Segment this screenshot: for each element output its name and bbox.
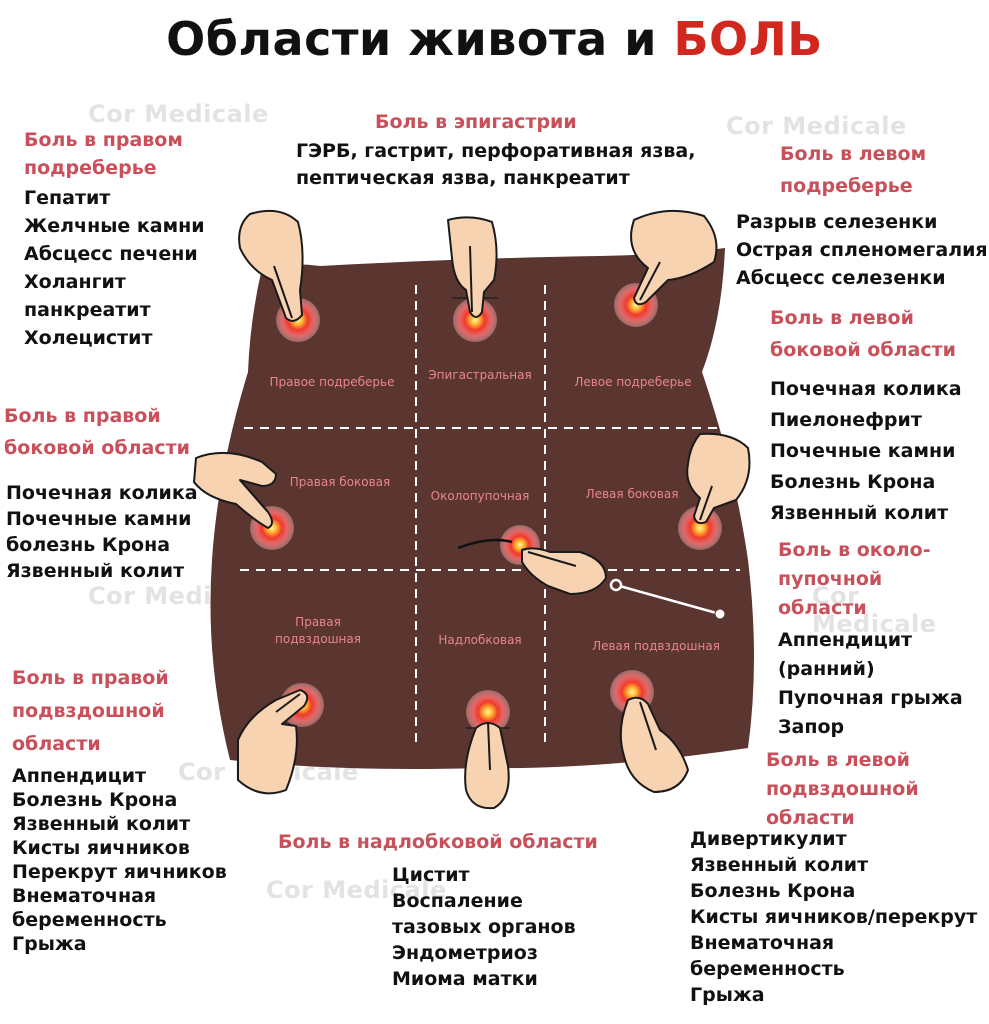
pointing-hand-icon bbox=[619, 696, 689, 793]
list-item: Острая спленомегалия bbox=[736, 239, 988, 261]
list-item: Холангит bbox=[24, 271, 126, 293]
title-main: Области живота и bbox=[166, 12, 674, 66]
title-accent: БОЛЬ bbox=[673, 12, 823, 66]
list-item: Эндометриоз bbox=[392, 942, 538, 964]
list-item: Кисты яичников bbox=[12, 837, 190, 859]
pointer-line bbox=[609, 578, 726, 620]
list-item: Холецистит bbox=[24, 327, 153, 349]
list-item: Язвенный колит bbox=[6, 560, 185, 582]
list-item: Язвенный колит bbox=[770, 502, 949, 524]
pointing-hand-icon bbox=[447, 216, 498, 318]
region-label-left-iliac: Левая подвздошная bbox=[592, 639, 720, 653]
list-item: болезнь Крона bbox=[6, 534, 171, 556]
pointing-hand-icon bbox=[238, 209, 304, 322]
list-item: Дивертикулит bbox=[690, 828, 847, 850]
region-label-hypogastric: Надлобковая bbox=[438, 633, 522, 647]
list-item: панкреатит bbox=[24, 299, 151, 321]
list-item: Болезнь Крона bbox=[770, 471, 936, 493]
list-item: тазовых органов bbox=[392, 916, 576, 938]
pain-spot bbox=[466, 690, 510, 734]
list-item: Почечные камни bbox=[770, 440, 956, 462]
list-left-iliac: Дивертикулит Язвенный колит Болезнь Крон… bbox=[690, 826, 977, 1008]
list-item: Запор bbox=[778, 716, 845, 738]
region-label-right-iliac: Правая подвздошная bbox=[275, 615, 361, 646]
pain-spot bbox=[453, 298, 497, 342]
pointing-hand-icon bbox=[464, 721, 510, 810]
list-item: Грыжа bbox=[690, 984, 765, 1006]
list-item: Абсцесс печени bbox=[24, 243, 198, 265]
list-item: Пупочная грыжа bbox=[778, 687, 963, 709]
pointing-hand-icon bbox=[686, 432, 751, 525]
list-item: Почечные камни bbox=[6, 508, 192, 530]
list-item: Почечная колика bbox=[6, 482, 198, 504]
region-label-left-lumbar: Левая боковая bbox=[585, 487, 679, 501]
list-item: Грыжа bbox=[12, 933, 87, 955]
abdomen-shape bbox=[210, 248, 754, 769]
list-item: Болезнь Крона bbox=[690, 880, 856, 902]
heading-right-iliac: Боль в правой подвздошной области bbox=[12, 667, 169, 755]
list-item: Внематочная bbox=[12, 885, 157, 907]
heading-hypogastric: Боль в надлобковой области bbox=[278, 831, 598, 853]
list-item: Перекрут яичников bbox=[12, 861, 227, 883]
heading-right-lumbar: Боль в правой боковой области bbox=[4, 405, 190, 459]
list-item: беременность bbox=[690, 958, 845, 980]
list-left-hypochondrium: Разрыв селезенки Острая спленомегалия Аб… bbox=[736, 208, 988, 292]
list-item: беременность bbox=[12, 909, 167, 931]
region-label-umbilical: Околопупочная bbox=[430, 489, 530, 503]
pointing-hand-icon bbox=[193, 451, 277, 529]
list-item: Болезнь Крона bbox=[12, 789, 178, 811]
list-item: Язвенный колит bbox=[690, 854, 869, 876]
heading-umbilical: Боль в около- пупочной области bbox=[778, 539, 931, 619]
heading-epigastric: Боль в эпигастрии bbox=[375, 111, 577, 133]
list-epigastric: ГЭРБ, гастрит, перфоративная язва, пепти… bbox=[296, 138, 695, 192]
page-title: Области живота и БОЛЬ bbox=[0, 12, 989, 66]
navel-line bbox=[457, 538, 513, 550]
pointing-hand-icon bbox=[630, 209, 718, 306]
list-right-iliac: Аппендицит Болезнь Крона Язвенный колит … bbox=[12, 764, 227, 956]
heading-right-hypochondrium: Боль в правом подреберье bbox=[24, 129, 183, 179]
region-label-left-hypochondriac: Левое подреберье bbox=[574, 375, 692, 389]
list-item: Почечная колика bbox=[770, 378, 962, 400]
list-item: Желчные камни bbox=[24, 215, 205, 237]
pointing-hand-icon bbox=[237, 689, 309, 795]
region-label-epigastric: Эпигастральная bbox=[428, 368, 532, 382]
list-item: ГЭРБ, гастрит, перфоративная язва, bbox=[296, 140, 696, 162]
list-item: Разрыв селезенки bbox=[736, 211, 938, 233]
list-umbilical: Аппендицит (ранний) Пупочная грыжа Запор bbox=[778, 626, 963, 742]
list-item: (ранний) bbox=[778, 658, 875, 680]
region-grid bbox=[240, 285, 740, 745]
heading-left-lumbar: Боль в левой боковой области bbox=[770, 307, 956, 361]
list-item: Абсцесс селезенки bbox=[736, 267, 946, 289]
list-item: Миома матки bbox=[392, 968, 538, 990]
list-item: Внематочная bbox=[690, 932, 835, 954]
list-item: Аппендицит bbox=[778, 629, 913, 651]
pointing-hand-icon bbox=[521, 547, 607, 595]
list-item: пептическая язва, панкреатит bbox=[296, 167, 630, 189]
heading-left-iliac: Боль в левой подвздошной области bbox=[766, 749, 919, 829]
list-right-lumbar: Почечная колика Почечные камни болезнь К… bbox=[6, 480, 198, 584]
list-item: Воспаление bbox=[392, 890, 523, 912]
list-hypogastric: Цистит Воспаление тазовых органов Эндоме… bbox=[392, 862, 576, 992]
region-label-right-hypochondriac: Правое подреберье bbox=[269, 375, 395, 389]
heading-left-hypochondrium: Боль в левом подреберье bbox=[780, 143, 927, 197]
list-right-hypochondrium: Гепатит Желчные камни Абсцесс печени Хол… bbox=[24, 184, 205, 352]
pain-spot bbox=[678, 506, 722, 550]
list-left-lumbar: Почечная колика Пиелонефрит Почечные кам… bbox=[770, 374, 962, 529]
list-item: Аппендицит bbox=[12, 765, 147, 787]
region-label-right-lumbar: Правая боковая bbox=[289, 475, 391, 489]
list-item: Гепатит bbox=[24, 187, 111, 209]
list-item: Язвенный колит bbox=[12, 813, 191, 835]
list-item: Пиелонефрит bbox=[770, 409, 922, 431]
list-item: Кисты яичников/перекрут bbox=[690, 906, 978, 928]
list-item: Цистит bbox=[392, 864, 470, 886]
